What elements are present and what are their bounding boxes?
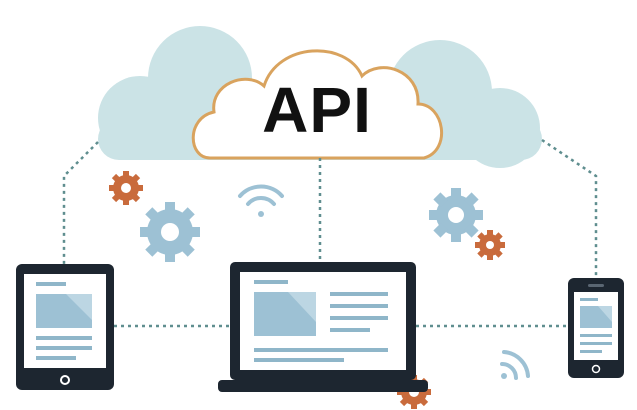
connector-right (541, 138, 598, 278)
gear-icon (429, 188, 483, 242)
connector-lines (62, 138, 598, 328)
laptop-icon (218, 262, 428, 392)
gear-icon (109, 171, 143, 205)
gear-icon (475, 230, 505, 260)
wifi-icon (238, 184, 284, 217)
phone-icon (568, 278, 624, 378)
api-title: API (262, 74, 372, 146)
connector-left (62, 141, 99, 264)
cloud-icon (191, 49, 444, 160)
gear-icon (140, 202, 200, 262)
wifi-icon (500, 350, 530, 380)
tablet-icon (16, 264, 114, 390)
